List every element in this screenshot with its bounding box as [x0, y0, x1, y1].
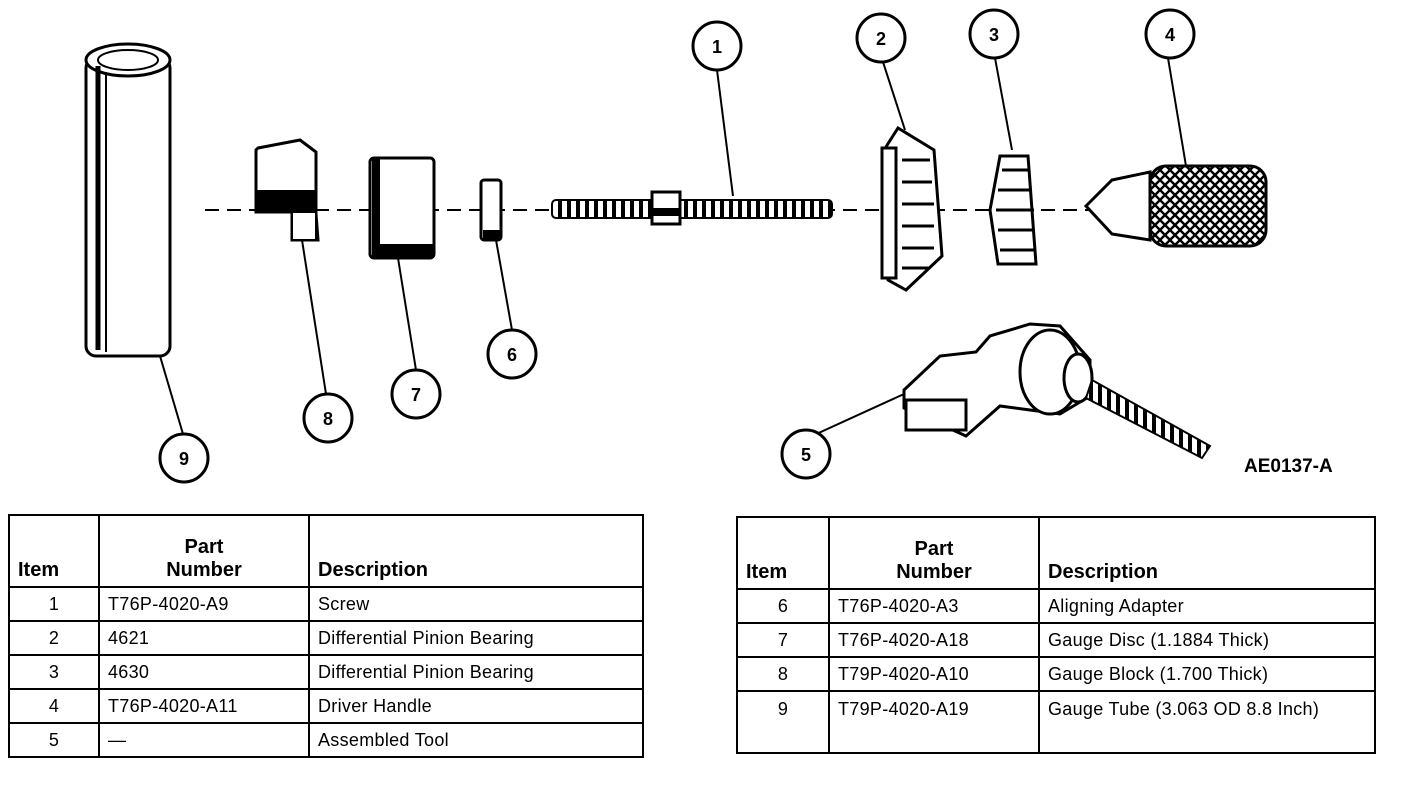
item-cell: 2: [8, 620, 100, 656]
header-part-line2: Number: [896, 561, 972, 583]
description-cell: Driver Handle: [308, 688, 644, 724]
callout-8-label: 8: [323, 409, 333, 429]
callout-6-label: 6: [507, 345, 517, 365]
item-cell: 9: [736, 690, 830, 754]
callout-5: 5: [780, 428, 832, 480]
table-row: 5 — Assembled Tool: [8, 722, 644, 758]
description-cell: Screw: [308, 586, 644, 622]
table-row: 8 T79P-4020-A10 Gauge Block (1.700 Thick…: [736, 656, 1376, 692]
header-part-number: Part Number: [828, 516, 1040, 590]
aligning-adapter-part: [479, 178, 503, 242]
exploded-tool-diagram: 1 2 3 4 5 6 7 8 9: [84, 8, 1268, 484]
callout-1-label: 1: [712, 37, 722, 57]
table-row: 2 4621 Differential Pinion Bearing: [8, 620, 644, 656]
description-cell: Differential Pinion Bearing: [308, 654, 644, 690]
item-cell: 7: [736, 622, 830, 658]
part-number-cell: T76P-4020-A3: [828, 588, 1040, 624]
callout-6: 6: [486, 328, 538, 380]
header-item: Item: [736, 516, 830, 590]
pinion-bearing-3-part: [988, 154, 1038, 266]
description-cell: Differential Pinion Bearing: [308, 620, 644, 656]
part-number-cell: T79P-4020-A19: [828, 690, 1040, 754]
callout-3: 3: [968, 8, 1020, 60]
description-cell: Gauge Tube (3.063 OD 8.8 Inch): [1038, 690, 1376, 754]
callout-9: 9: [158, 432, 210, 484]
part-number-cell: T76P-4020-A18: [828, 622, 1040, 658]
parts-table-right: Item Part Number Description 6 T76P-4020…: [736, 516, 1376, 754]
callout-8: 8: [302, 392, 354, 444]
table-row: 4 T76P-4020-A11 Driver Handle: [8, 688, 644, 724]
item-cell: 6: [736, 588, 830, 624]
callout-4: 4: [1144, 8, 1196, 60]
header-description: Description: [1038, 516, 1376, 590]
part-number-cell: T76P-4020-A9: [98, 586, 310, 622]
part-number-cell: 4621: [98, 620, 310, 656]
table-row: 6 T76P-4020-A3 Aligning Adapter: [736, 588, 1376, 624]
header-part-number: Part Number: [98, 514, 310, 588]
pinion-bearing-2-part: [880, 125, 944, 292]
item-cell: 1: [8, 586, 100, 622]
description-cell: Gauge Disc (1.1884 Thick): [1038, 622, 1376, 658]
part-number-cell: —: [98, 722, 310, 758]
table-row: 1 T76P-4020-A9 Screw: [8, 586, 644, 622]
description-cell: Gauge Block (1.700 Thick): [1038, 656, 1376, 692]
callout-9-label: 9: [179, 449, 189, 469]
part-number-cell: T79P-4020-A10: [828, 656, 1040, 692]
callout-4-label: 4: [1165, 25, 1175, 45]
header-item: Item: [8, 514, 100, 588]
description-cell: Assembled Tool: [308, 722, 644, 758]
item-cell: 4: [8, 688, 100, 724]
item-cell: 3: [8, 654, 100, 690]
part-number-cell: T76P-4020-A11: [98, 688, 310, 724]
callout-3-label: 3: [989, 25, 999, 45]
table-row: 3 4630 Differential Pinion Bearing: [8, 654, 644, 690]
header-description: Description: [308, 514, 644, 588]
callout-5-label: 5: [801, 445, 811, 465]
description-cell: Aligning Adapter: [1038, 588, 1376, 624]
item-cell: 5: [8, 722, 100, 758]
driver-handle-part: [1083, 164, 1268, 248]
callout-7: 7: [390, 368, 442, 420]
item-cell: 8: [736, 656, 830, 692]
callout-2-label: 2: [876, 29, 886, 49]
gauge-block-part: [254, 138, 320, 242]
callout-1: 1: [691, 20, 743, 72]
figure-id: AE0137-A: [1244, 456, 1333, 477]
parts-table-left: Item Part Number Description 1 T76P-4020…: [8, 514, 644, 758]
header-part-line1: Part: [184, 536, 224, 558]
header-part-line1: Part: [914, 538, 954, 560]
table-row: 7 T76P-4020-A18 Gauge Disc (1.1884 Thick…: [736, 622, 1376, 658]
part-number-cell: 4630: [98, 654, 310, 690]
gauge-tube-part: [84, 42, 172, 358]
gauge-disc-part: [368, 156, 436, 260]
assembled-tool-part: [902, 322, 1212, 460]
screw-part: [551, 190, 833, 226]
header-part-line2: Number: [166, 559, 242, 581]
table-row: 9 T79P-4020-A19 Gauge Tube (3.063 OD 8.8…: [736, 690, 1376, 754]
leader-lines: [159, 57, 1187, 437]
callout-2: 2: [855, 12, 907, 64]
callout-7-label: 7: [411, 385, 421, 405]
